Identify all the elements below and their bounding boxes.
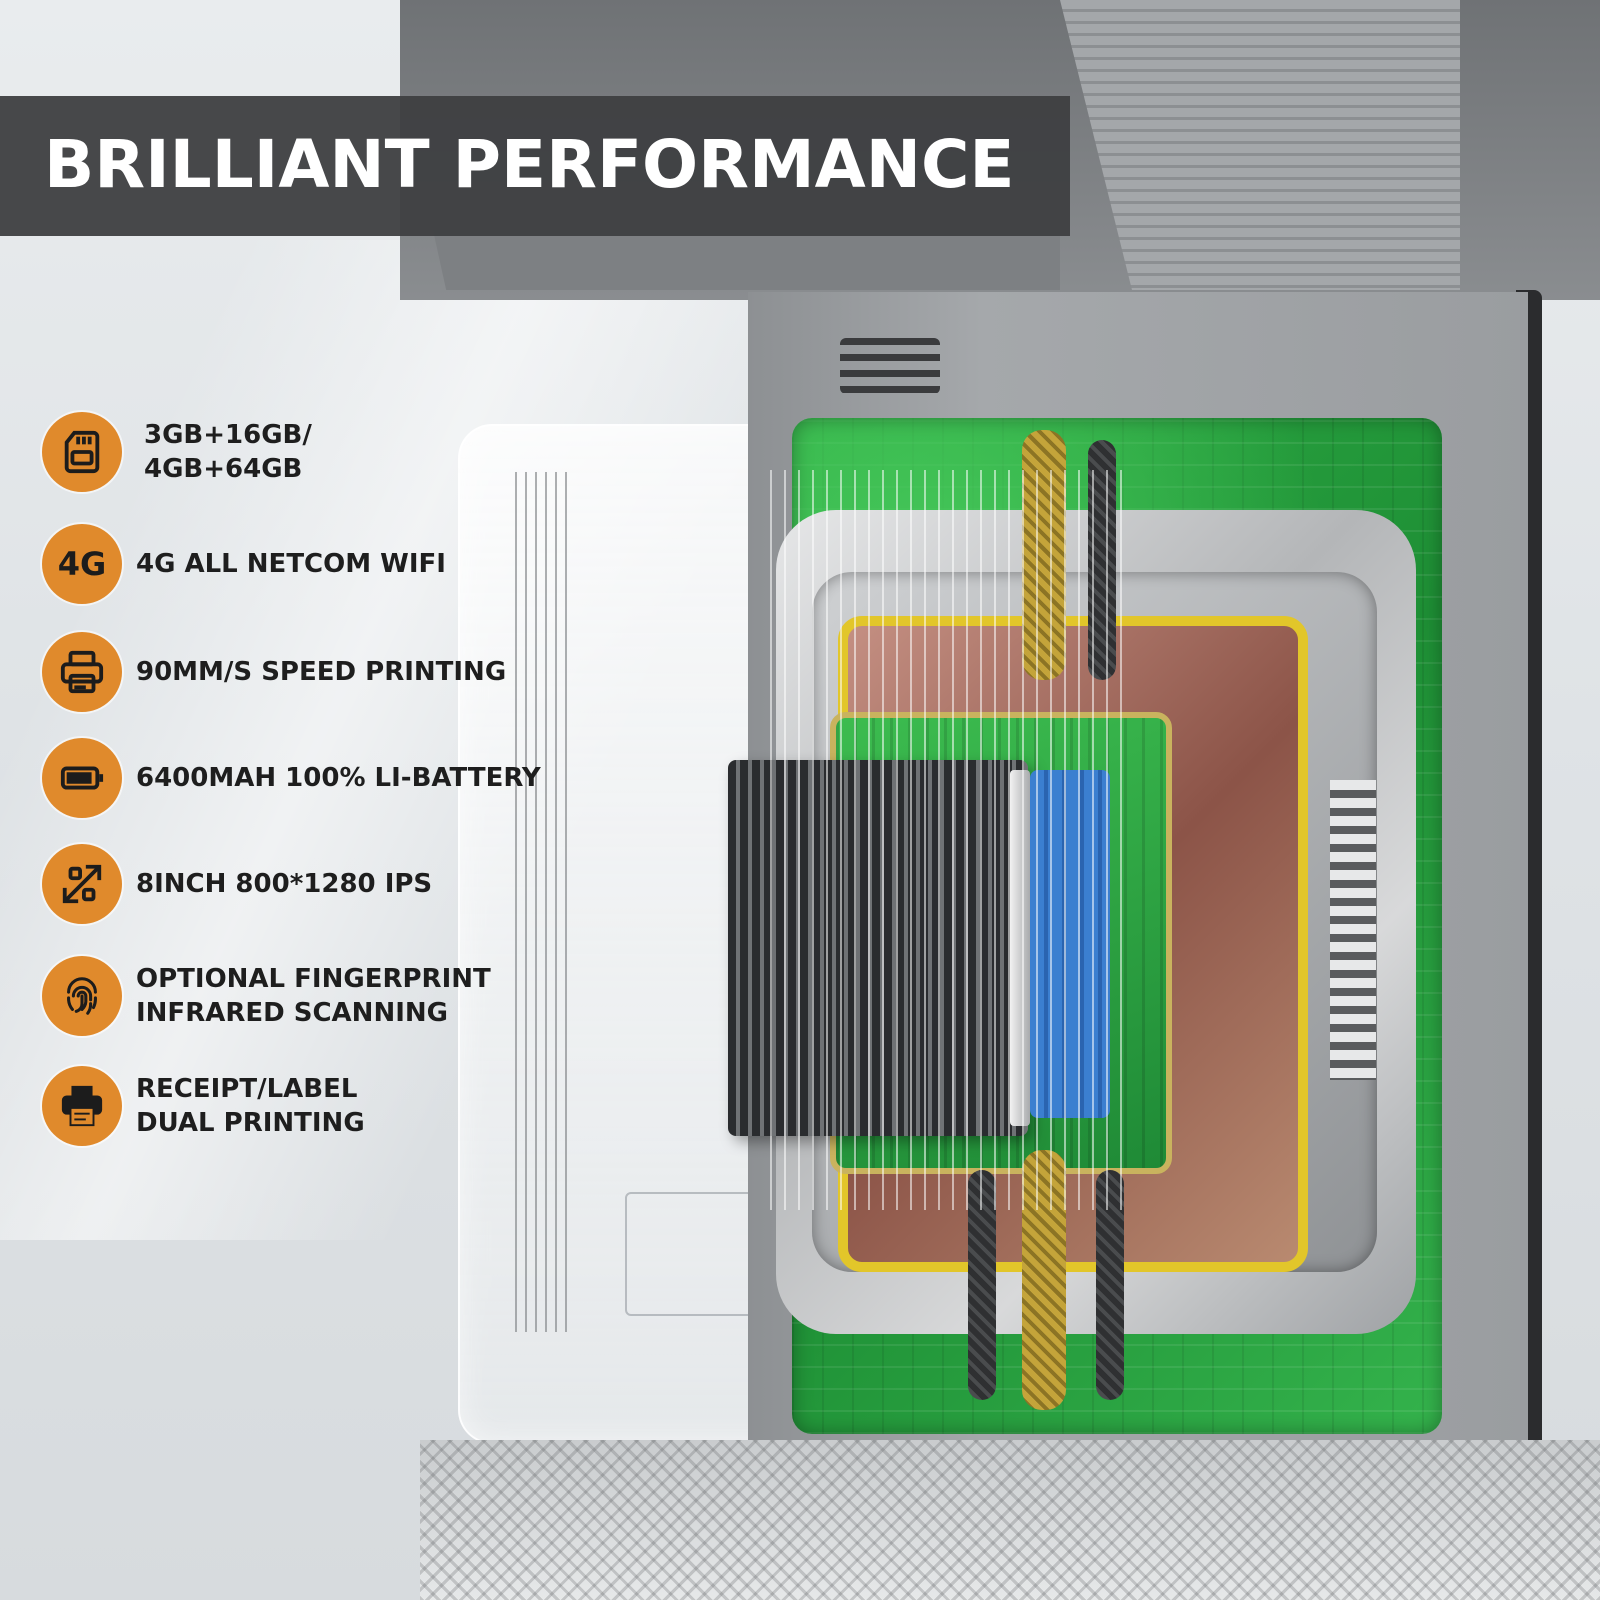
4g-icon: 4G — [42, 524, 122, 604]
speaker-grille — [840, 338, 940, 394]
device-top-ribbed-panel — [1060, 0, 1460, 290]
feature-item-screen: 8INCH 800*1280 IPS — [42, 844, 432, 924]
feature-item-memory: 3GB+16GB/ 4GB+64GB — [42, 412, 312, 492]
dark-cable-top — [1088, 440, 1116, 680]
feature-item-dual-printing: RECEIPT/LABEL DUAL PRINTING — [42, 1066, 365, 1146]
feature-text: 90MM/S SPEED PRINTING — [136, 657, 507, 687]
feature-item-battery: 6400MAH 100% LI-BATTERY — [42, 738, 541, 818]
blue-module — [1030, 770, 1110, 1118]
heatsink — [728, 760, 1028, 1136]
feature-item-fingerprint: OPTIONAL FINGERPRINT INFRARED SCANNING — [42, 956, 491, 1036]
side-vent-ribs — [1330, 780, 1376, 1080]
sd-card-icon — [42, 412, 122, 492]
feature-text: RECEIPT/LABEL DUAL PRINTING — [136, 1074, 365, 1138]
reflective-floor — [420, 1440, 1600, 1600]
printer-icon — [42, 632, 122, 712]
device-top-slope — [433, 230, 1060, 290]
fingerprint-icon — [42, 956, 122, 1036]
feature-text: 8INCH 800*1280 IPS — [136, 869, 433, 899]
feature-text: 6400MAH 100% LI-BATTERY — [136, 763, 541, 793]
gold-cable-bottom — [1022, 1150, 1066, 1410]
page-title: BRILLIANT PERFORMANCE — [44, 126, 1015, 203]
heatsink-cap — [1010, 770, 1030, 1126]
feature-item-printing-speed: 90MM/S SPEED PRINTING — [42, 632, 506, 712]
feature-text: 3GB+16GB/ 4GB+64GB — [144, 420, 312, 484]
title-banner — [0, 96, 1070, 236]
gold-cable-top — [1022, 430, 1066, 680]
battery-icon — [42, 738, 122, 818]
receipt-printer-icon — [42, 1066, 122, 1146]
back-panel-lines — [515, 472, 575, 1332]
4g-icon-label: 4G — [57, 545, 107, 583]
feature-text: OPTIONAL FINGERPRINT INFRARED SCANNING — [136, 964, 491, 1028]
feature-item-network: 4G 4G ALL NETCOM WIFI — [42, 524, 446, 604]
feature-text: 4G ALL NETCOM WIFI — [136, 549, 446, 579]
dark-cable-bottom-right — [1096, 1170, 1124, 1400]
dark-cable-bottom-left — [968, 1170, 996, 1400]
expand-arrows-icon — [42, 844, 122, 924]
